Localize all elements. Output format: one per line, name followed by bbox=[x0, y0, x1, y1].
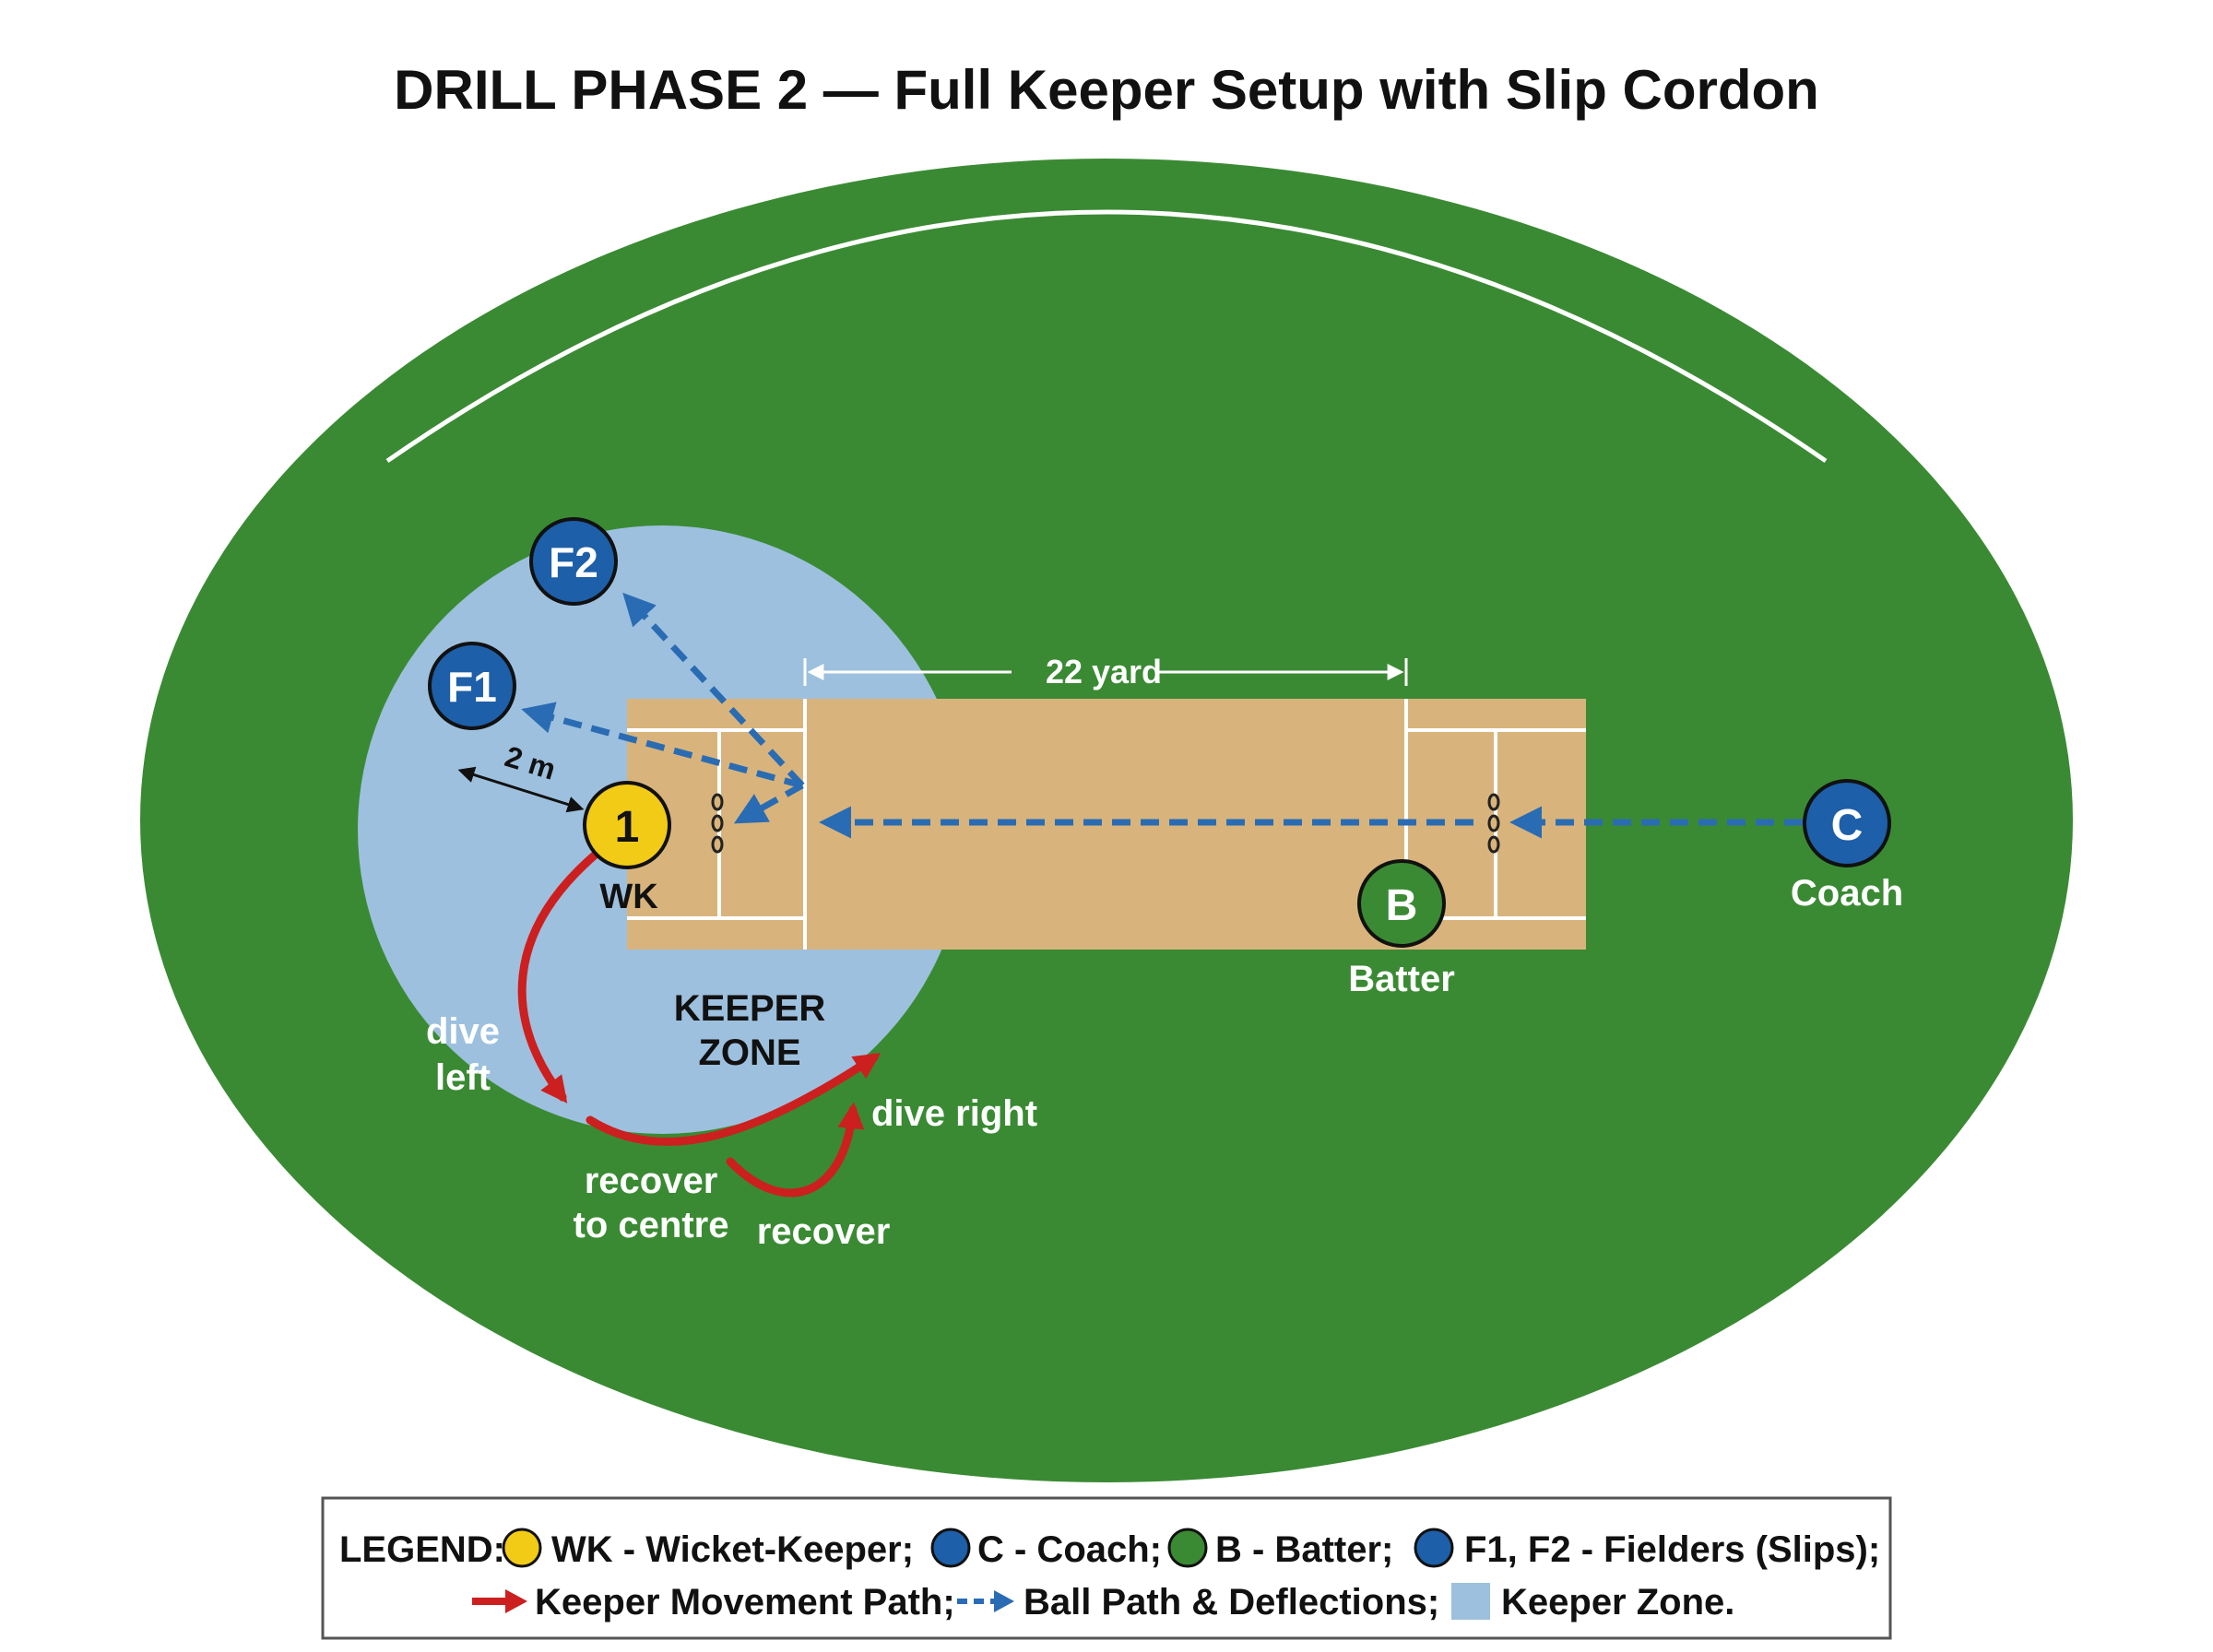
keeper-movement-path bbox=[517, 848, 882, 1198]
legend-coach: C - Coach; bbox=[977, 1529, 1162, 1570]
batter: B bbox=[1357, 859, 1446, 948]
keeper-zone-label-1: KEEPER bbox=[674, 988, 826, 1029]
legend-zone: Keeper Zone. bbox=[1501, 1582, 1734, 1622]
legend-prefix: LEGEND: bbox=[339, 1529, 505, 1570]
coach-token: C bbox=[1831, 801, 1864, 850]
dive-left-label-2: left bbox=[435, 1057, 491, 1098]
fielder-f1-token: F1 bbox=[447, 663, 497, 711]
field-boundary-arc bbox=[385, 209, 1828, 464]
stumps-near bbox=[711, 793, 724, 854]
keeper-label: WK bbox=[599, 878, 658, 916]
keeper: 1 bbox=[583, 781, 671, 869]
legend-wk: WK - Wicket-Keeper; bbox=[551, 1529, 914, 1570]
dive-left-label-1: dive bbox=[426, 1011, 500, 1052]
keeper-token: 1 bbox=[615, 803, 640, 852]
recover-centre-label-2: to centre bbox=[574, 1205, 729, 1245]
fielder-f2-token: F2 bbox=[549, 538, 598, 586]
dive-right-label: dive right bbox=[871, 1093, 1037, 1134]
distance-arrow bbox=[457, 766, 585, 813]
batter-label: Batter bbox=[1348, 959, 1455, 999]
recover-label: recover bbox=[757, 1211, 891, 1252]
stumps-far bbox=[1487, 793, 1500, 854]
pitch-length-label: 22 yard bbox=[1046, 653, 1162, 690]
ball-path bbox=[521, 592, 1803, 839]
blue-circle-icon bbox=[930, 1528, 971, 1568]
recover-centre-label-1: recover bbox=[585, 1161, 718, 1201]
batter-token: B bbox=[1386, 881, 1418, 930]
fielder-f1: F1 bbox=[428, 642, 516, 730]
legend-fielders: F1, F2 - Fielders (Slips); bbox=[1464, 1529, 1880, 1570]
keeper-zone-label-2: ZONE bbox=[698, 1032, 800, 1073]
legend-ball: Ball Path & Deflections; bbox=[1024, 1582, 1439, 1622]
legend-batter: B - Batter; bbox=[1215, 1529, 1393, 1570]
yellow-circle-icon bbox=[502, 1528, 542, 1568]
legend-movement: Keeper Movement Path; bbox=[535, 1582, 955, 1622]
coach-label: Coach bbox=[1791, 873, 1903, 914]
legend: LEGEND: WK - Wicket-Keeper; C - Coach; B… bbox=[321, 1496, 1892, 1640]
fielder-f2: F2 bbox=[529, 517, 618, 606]
coach: C bbox=[1803, 779, 1891, 867]
page-title: DRILL PHASE 2 — Full Keeper Setup with S… bbox=[394, 59, 1819, 121]
light-blue-square-icon bbox=[1451, 1583, 1490, 1620]
blue-circle-icon bbox=[1414, 1528, 1454, 1568]
green-circle-icon bbox=[1167, 1528, 1208, 1568]
pitch-length-dimension bbox=[803, 658, 1408, 686]
